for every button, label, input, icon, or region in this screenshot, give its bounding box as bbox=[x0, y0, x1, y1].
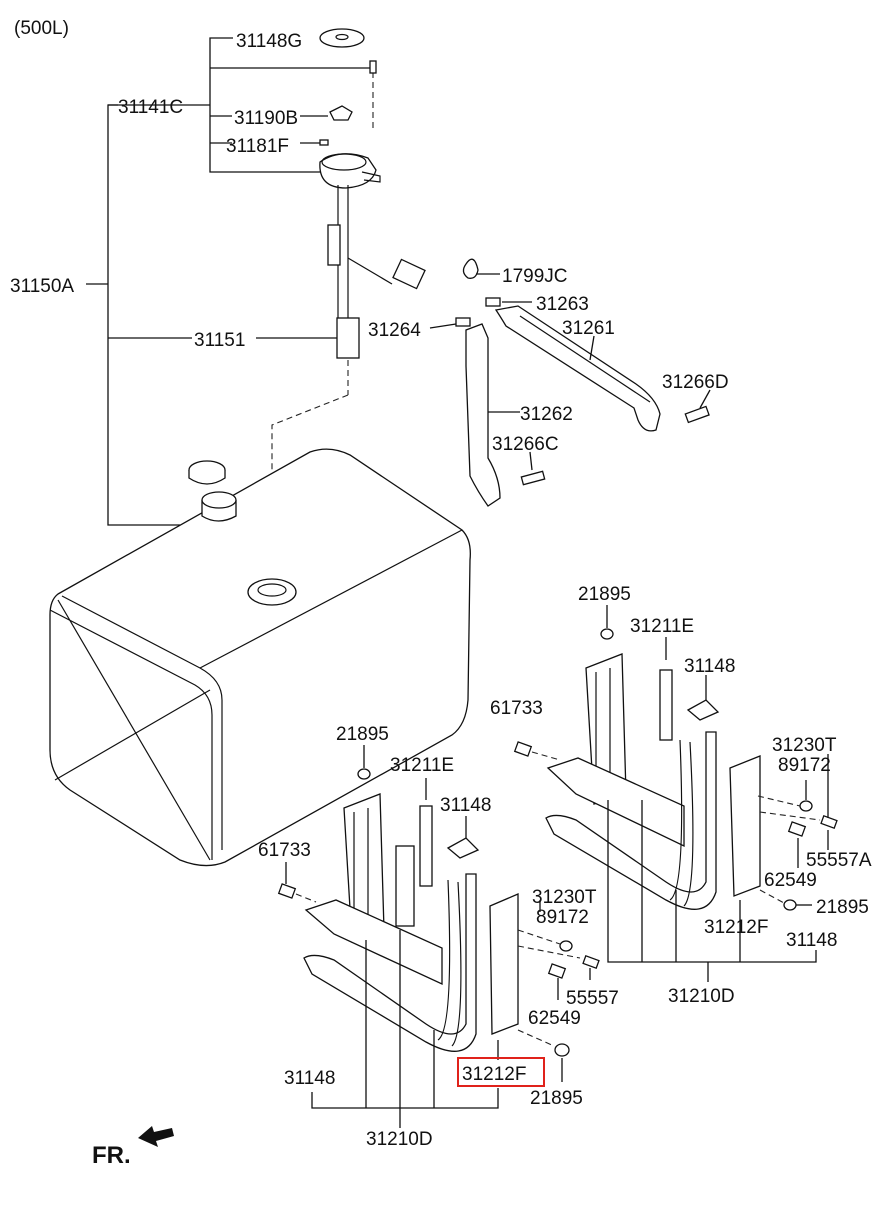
right-step-assembly bbox=[513, 605, 838, 982]
label-55557A[interactable]: 55557A bbox=[806, 850, 872, 871]
label-55557-left[interactable]: 55557 bbox=[566, 988, 619, 1009]
label-21895-left-bottom[interactable]: 21895 bbox=[530, 1088, 583, 1109]
label-31150A[interactable]: 31150A bbox=[10, 276, 74, 297]
sender-leader-lines bbox=[86, 37, 370, 526]
front-arrow-icon bbox=[138, 1126, 174, 1147]
label-31211E-right[interactable]: 31211E bbox=[630, 616, 694, 637]
label-31230T-left[interactable]: 31230T bbox=[532, 887, 597, 908]
tank-strap-parts bbox=[429, 258, 711, 507]
label-31211E-left[interactable]: 31211E bbox=[390, 755, 454, 776]
label-62549-right[interactable]: 62549 bbox=[764, 870, 817, 891]
label-31264[interactable]: 31264 bbox=[368, 320, 421, 341]
front-direction-marker: FR. bbox=[92, 1126, 174, 1169]
fuel-sender-assembly bbox=[271, 28, 426, 595]
label-31261[interactable]: 31261 bbox=[562, 318, 615, 339]
label-89172-right[interactable]: 89172 bbox=[778, 755, 831, 776]
label-31148-left-top[interactable]: 31148 bbox=[440, 795, 491, 816]
label-31266D[interactable]: 31266D bbox=[662, 372, 729, 393]
front-label: FR. bbox=[92, 1142, 131, 1169]
label-31263[interactable]: 31263 bbox=[536, 294, 589, 315]
label-31266C[interactable]: 31266C bbox=[492, 434, 559, 455]
label-89172-left[interactable]: 89172 bbox=[536, 907, 589, 928]
label-61733-left[interactable]: 61733 bbox=[258, 840, 311, 861]
variant-label: (500L) bbox=[14, 18, 69, 39]
label-31212F-right[interactable]: 31212F bbox=[704, 917, 768, 938]
label-31230T-right[interactable]: 31230T bbox=[772, 735, 837, 756]
label-31190B[interactable]: 31190B bbox=[234, 108, 298, 129]
label-31141C[interactable]: 31141C bbox=[118, 97, 183, 118]
label-21895-left-top[interactable]: 21895 bbox=[336, 724, 389, 745]
label-31151[interactable]: 31151 bbox=[194, 330, 245, 351]
fuel-tank bbox=[49, 448, 471, 867]
label-31262[interactable]: 31262 bbox=[520, 404, 573, 425]
label-31148-left-bottom[interactable]: 31148 bbox=[284, 1068, 335, 1089]
label-31212F-left-highlighted[interactable]: 31212F bbox=[462, 1064, 526, 1085]
label-31148-right-top[interactable]: 31148 bbox=[684, 656, 735, 677]
label-1799JC[interactable]: 1799JC bbox=[502, 266, 568, 287]
label-21895-right-bottom[interactable]: 21895 bbox=[816, 897, 869, 918]
highlight-box-31212F bbox=[457, 1057, 545, 1087]
label-31148G[interactable]: 31148G bbox=[236, 31, 302, 52]
label-31210D-right[interactable]: 31210D bbox=[668, 986, 735, 1007]
label-61733-right[interactable]: 61733 bbox=[490, 698, 543, 719]
label-31181F[interactable]: 31181F bbox=[226, 136, 289, 157]
label-62549-left[interactable]: 62549 bbox=[528, 1008, 581, 1029]
label-31210D-left[interactable]: 31210D bbox=[366, 1129, 433, 1150]
left-step-assembly bbox=[277, 745, 600, 1128]
label-31148-right-bottom[interactable]: 31148 bbox=[786, 930, 837, 951]
label-21895-right-top[interactable]: 21895 bbox=[578, 584, 631, 605]
